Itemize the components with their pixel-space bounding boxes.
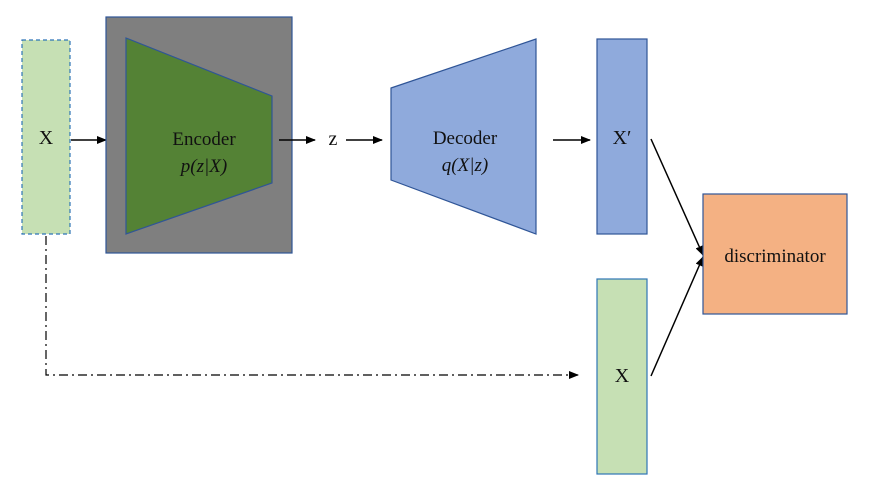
discriminator-label: discriminator: [724, 246, 826, 267]
arrow-real-to-discriminator: [650, 256, 704, 377]
decoder-trapezoid: [390, 38, 537, 235]
real-input-label: X: [615, 365, 630, 387]
latent-z-label: z: [329, 128, 338, 150]
input-x-label: X: [39, 127, 54, 149]
real-input-box: [596, 278, 648, 475]
encoder-title: Encoder: [172, 129, 236, 150]
decoder-title: Decoder: [433, 128, 498, 149]
decoder-formula: q(X|z): [442, 155, 488, 176]
arrow-reconstruction-to-discriminator: [650, 138, 704, 256]
reconstruction-box: [596, 38, 648, 235]
encoder-formula: p(z|X): [179, 156, 227, 177]
encoder-trapezoid: [125, 37, 273, 235]
discriminator-box: [702, 193, 848, 315]
input-x-box: [21, 39, 71, 235]
skip-connection-line: [45, 236, 579, 379]
reconstruction-label: X′: [613, 127, 632, 149]
